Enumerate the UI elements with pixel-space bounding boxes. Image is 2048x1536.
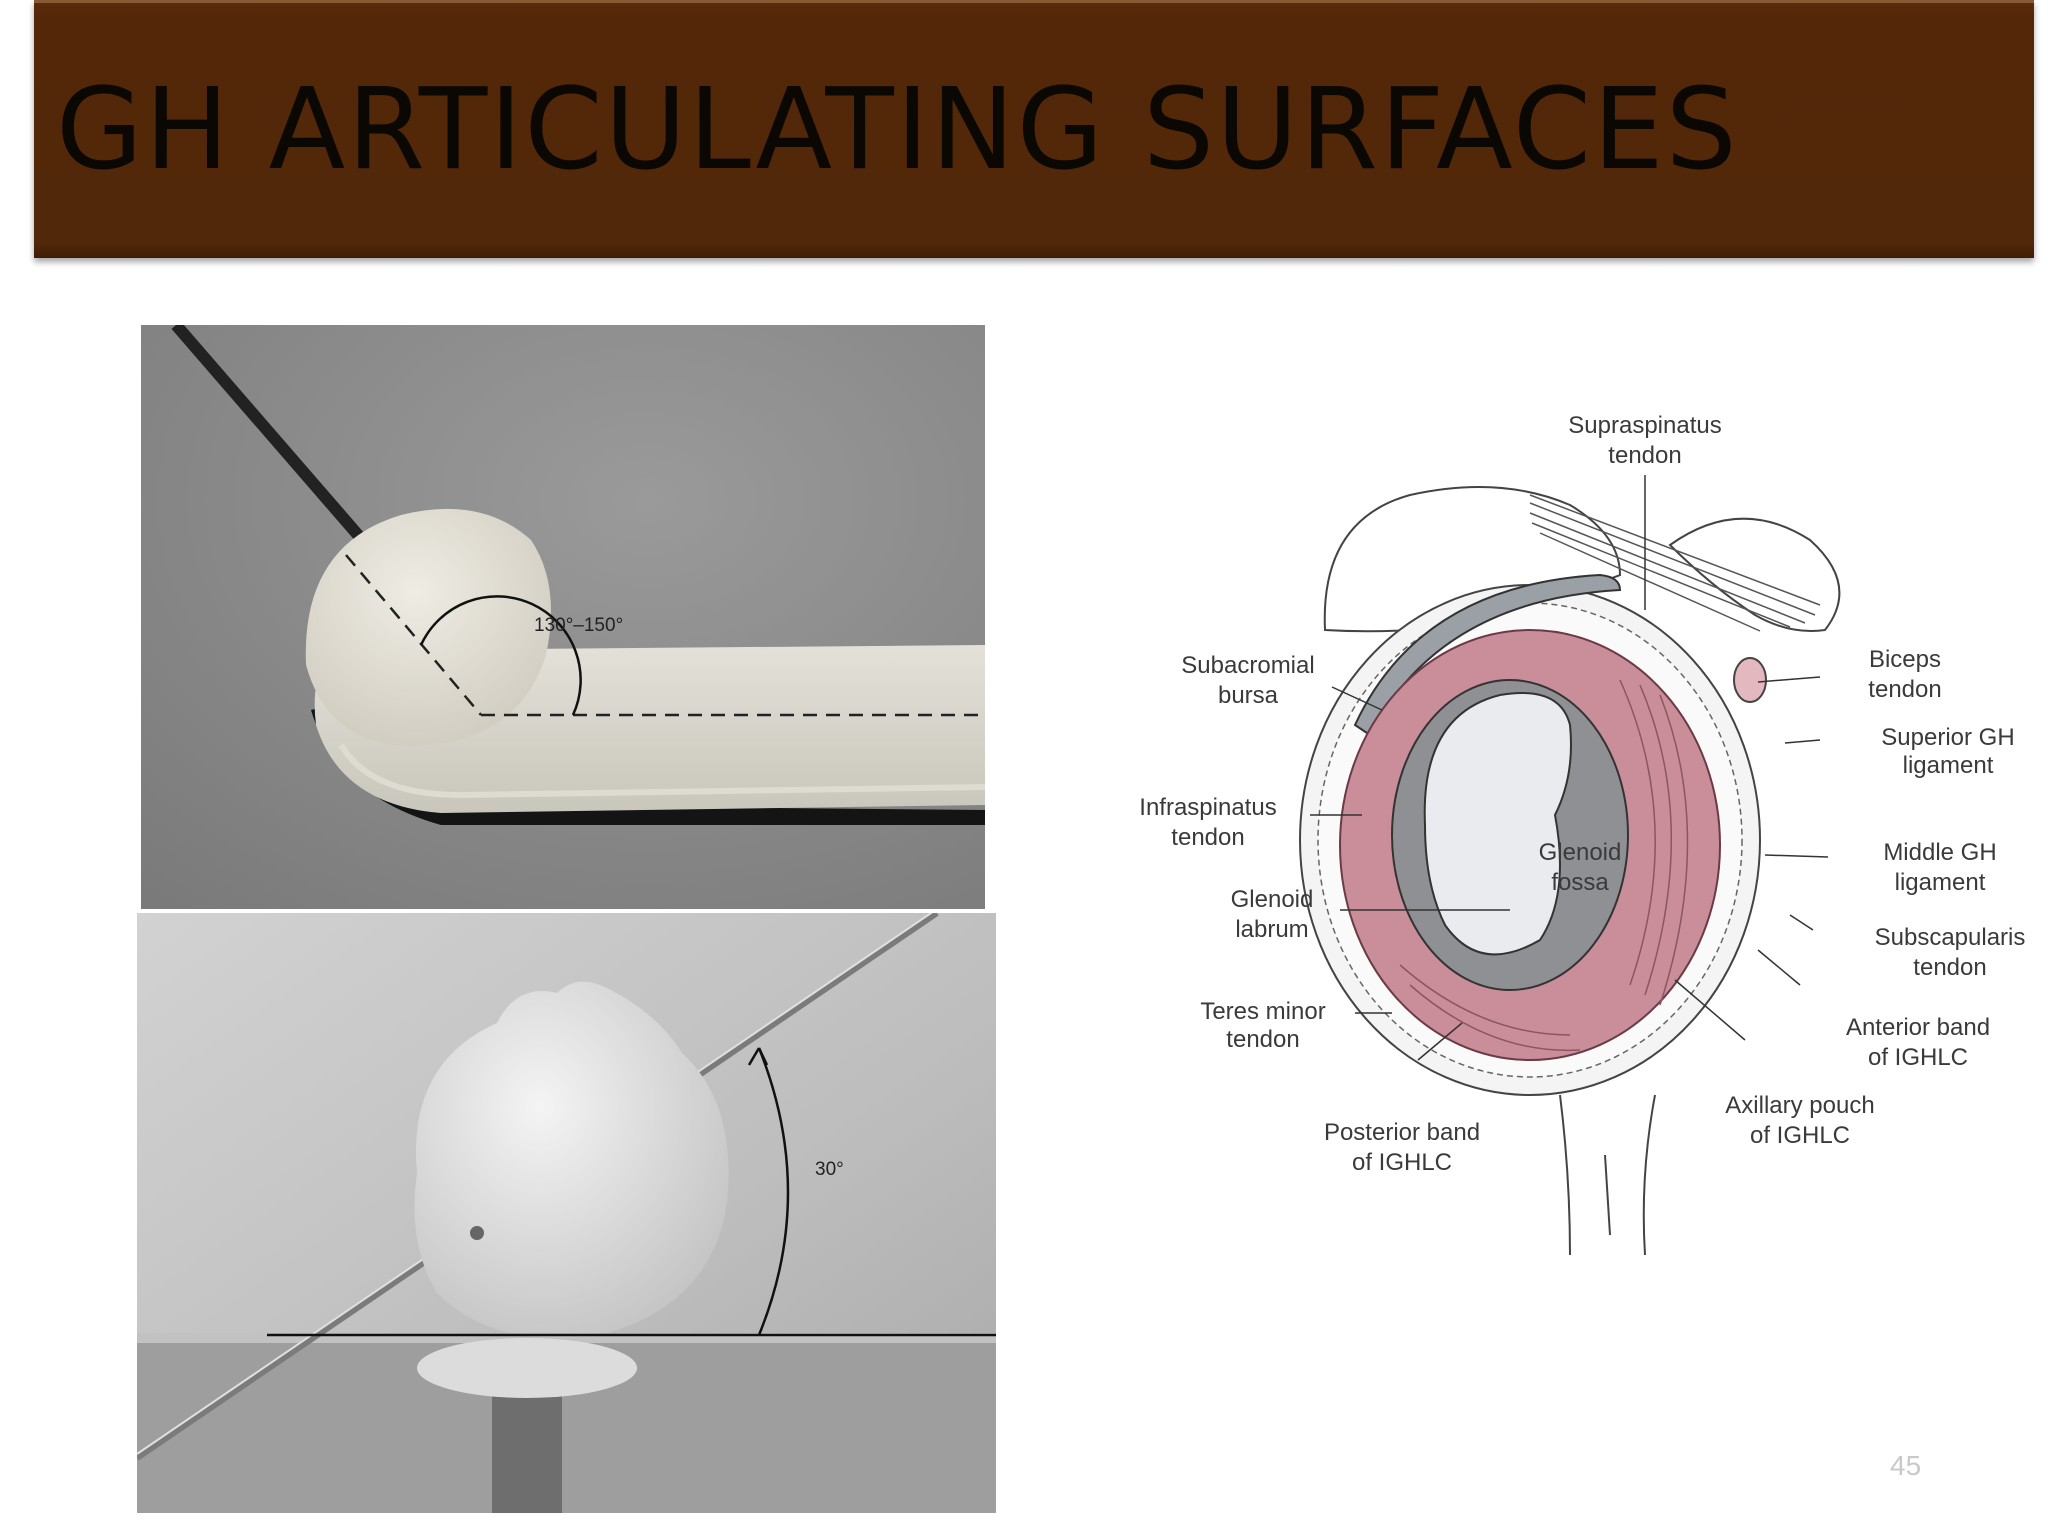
- leader-lines: [1310, 475, 1829, 1061]
- subacromial-bursa: [1353, 573, 1622, 737]
- label-axillary-pouch-1: Axillary pouch: [1725, 1092, 1874, 1119]
- label-superior-gh-1: Superior GH: [1881, 724, 2014, 751]
- glenoid-anatomy-diagram: Supraspinatus tendon Subacromial bursa B…: [1100, 395, 2048, 1275]
- label-supraspinatus-2: tendon: [1608, 442, 1681, 469]
- humerus-neck-shaft-angle-photo: 130°–150°: [141, 325, 985, 909]
- biceps-tendon: [1733, 657, 1767, 703]
- label-glenoid-fossa-2: fossa: [1551, 869, 1609, 896]
- label-middle-gh-1: Middle GH: [1883, 839, 1996, 866]
- label-anterior-band-2: of IGHLC: [1868, 1044, 1968, 1071]
- label-subscapularis-1: Subscapularis: [1875, 924, 2026, 951]
- label-teres-minor-2: tendon: [1226, 1026, 1299, 1053]
- label-biceps-2: tendon: [1868, 676, 1941, 703]
- title-bar: GH ARTICULATING SURFACES: [34, 0, 2034, 258]
- label-biceps-1: Biceps: [1869, 646, 1941, 673]
- page-number: 45: [1890, 1450, 1922, 1481]
- retroversion-angle-label: 30°: [815, 1159, 844, 1180]
- neck-shaft-angle-label: 130°–150°: [534, 615, 623, 636]
- label-axillary-pouch-2: of IGHLC: [1750, 1122, 1850, 1149]
- label-subacromial-1: Subacromial: [1181, 652, 1314, 679]
- supraspinatus-fibers: [1529, 494, 1821, 632]
- label-posterior-band-2: of IGHLC: [1352, 1149, 1452, 1176]
- label-posterior-band-1: Posterior band: [1324, 1119, 1480, 1146]
- label-glenoid-fossa-1: Glenoid: [1539, 839, 1622, 866]
- humeral-retroversion-photo: 30°: [137, 913, 996, 1513]
- label-subacromial-2: bursa: [1218, 682, 1279, 709]
- label-infraspinatus-2: tendon: [1171, 824, 1244, 851]
- coracoid: [1668, 517, 1841, 632]
- label-superior-gh-2: ligament: [1903, 752, 1994, 779]
- slide-title: GH ARTICULATING SURFACES: [56, 65, 1739, 195]
- label-supraspinatus-1: Supraspinatus: [1568, 412, 1721, 439]
- label-glenoid-labrum-1: Glenoid: [1231, 886, 1314, 913]
- label-anterior-band-1: Anterior band: [1846, 1014, 1990, 1041]
- label-glenoid-labrum-2: labrum: [1235, 916, 1308, 943]
- label-teres-minor-1: Teres minor: [1200, 998, 1325, 1025]
- scapula-neck: [1559, 1094, 1656, 1256]
- glenoid-fossa: [1423, 692, 1572, 956]
- label-middle-gh-2: ligament: [1895, 869, 1986, 896]
- label-infraspinatus-1: Infraspinatus: [1139, 794, 1276, 821]
- label-subscapularis-2: tendon: [1913, 954, 1986, 981]
